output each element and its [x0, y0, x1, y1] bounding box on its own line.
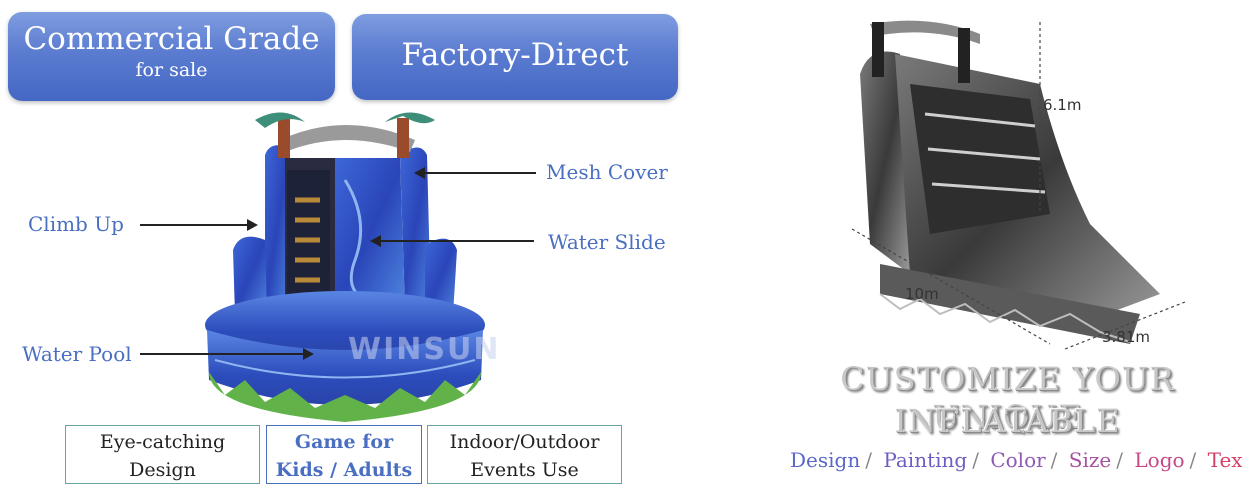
mesh-cover-label: Mesh Cover [546, 160, 668, 184]
option-size: Size [1068, 448, 1112, 472]
option-separator: / [1050, 448, 1058, 472]
factory-direct-title: Factory-Direct [401, 37, 629, 73]
width-dimension: 3.81m [1102, 328, 1151, 346]
water-slide-grey-render [851, 20, 1186, 350]
water-slide-label: Water Slide [548, 230, 666, 254]
feature-game-for-line2: Kids / Adults [275, 459, 413, 481]
factory-direct-badge: Factory-Direct [352, 14, 678, 100]
feature-indoor-outdoor-line2: Events Use [470, 459, 579, 481]
feature-eye-catching-line1: Eye-catching [99, 431, 226, 453]
feature-eye-catching: Eye-catching Design [65, 425, 260, 484]
climb-up-label: Climb Up [28, 212, 124, 236]
water-slide-color-image [205, 112, 485, 422]
commercial-grade-title: Commercial Grade [23, 21, 320, 57]
option-color: Color [990, 448, 1046, 472]
water-slide-arrow [370, 235, 534, 247]
feature-indoor-outdoor: Indoor/Outdoor Events Use [427, 425, 622, 484]
option-design: Design [790, 448, 861, 472]
option-separator: / [972, 448, 979, 472]
water-pool-label: Water Pool [22, 342, 132, 366]
option-separator: / [1189, 448, 1197, 472]
option-separator: / [865, 448, 872, 472]
feature-game-for: Game for Kids / Adults [266, 425, 422, 484]
feature-game-for-line1: Game for [294, 431, 394, 453]
option-logo: Logo [1134, 448, 1185, 472]
length-dimension: 10m [905, 285, 939, 303]
water-pool-arrow [140, 348, 314, 360]
height-dimension: 6.1m [1043, 96, 1082, 114]
customize-heading-line1: CUSTOMIZE YOUR UNIQUE [840, 360, 1175, 436]
feature-indoor-outdoor-line1: Indoor/Outdoor [449, 431, 600, 453]
customize-options: Design/ Painting/ Color/ Size/ Logo/ Tex… [790, 448, 1242, 472]
winsun-logo-overlay: WINSUN [348, 332, 501, 367]
for-sale-subtitle: for sale [135, 59, 208, 81]
feature-eye-catching-line2: Design [129, 459, 196, 481]
commercial-grade-badge: Commercial Grade for sale [8, 12, 335, 101]
option-separator: / [1116, 448, 1124, 472]
customize-heading-line2: INFLATABLE [894, 402, 1121, 440]
option-text: Text [1207, 448, 1242, 472]
mesh-cover-arrow [414, 167, 536, 179]
option-painting: Painting [883, 448, 968, 472]
climb-up-arrow [140, 219, 258, 231]
